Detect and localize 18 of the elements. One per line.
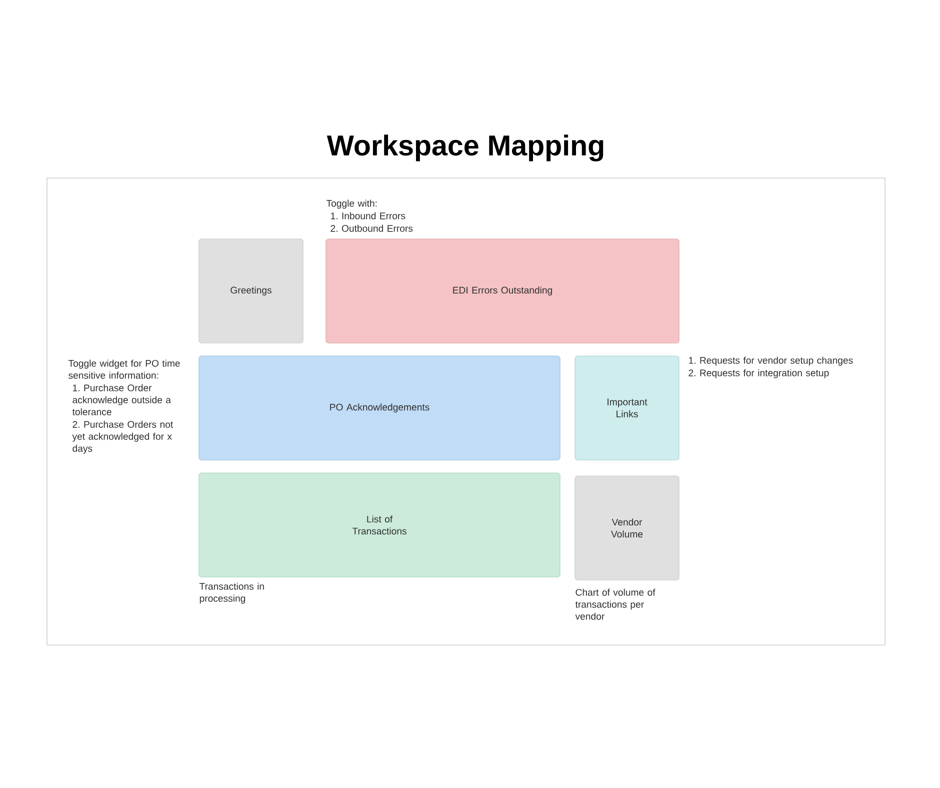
- note-text: Transactions in processing: [199, 582, 264, 604]
- widget-box: Important Links: [574, 356, 680, 460]
- title: Workspace Mapping: [326, 134, 604, 162]
- list-item: 2. Purchase Orders not yet acknowledged for x days: [72, 420, 174, 454]
- list-item: 1. Requests for vendor setup changes: [689, 356, 853, 366]
- widget-box: Vendor Volume: [574, 476, 680, 580]
- list-item: 1. Purchase Order acknowledge outside a tolerance: [72, 384, 171, 416]
- widget-box: Greetings: [198, 238, 304, 344]
- list-item: 2. Requests for integration setup: [688, 369, 829, 378]
- widget-box: EDI Errors Outstanding: [326, 238, 680, 344]
- widget-box: PO Acknowledgements: [198, 356, 560, 460]
- note-text: Toggle with:: [326, 200, 377, 209]
- frame: [46, 178, 886, 646]
- widget-box: List of Transactions: [198, 472, 560, 578]
- note-text: Chart of volume of transactions per vendor: [575, 588, 656, 620]
- list-item: 2. Outbound Errors: [330, 224, 413, 232]
- list-item: 1. Inbound Errors: [331, 212, 406, 220]
- note-text: Toggle widget for PO time sensitive information:: [68, 360, 180, 379]
